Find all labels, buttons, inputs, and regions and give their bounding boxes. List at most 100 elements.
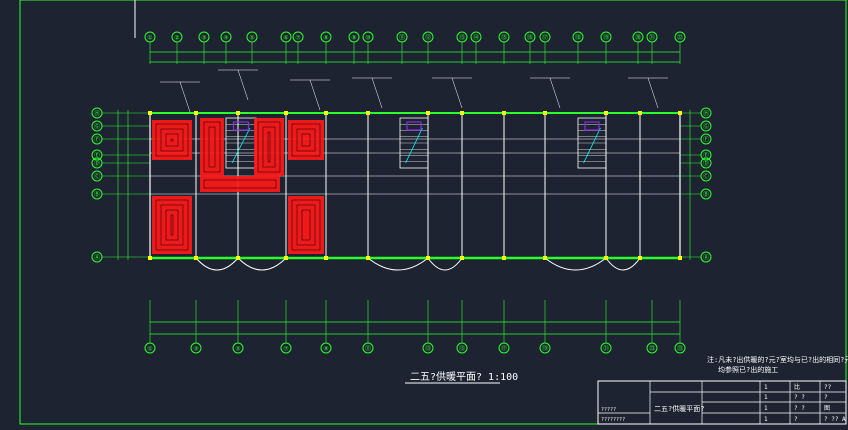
heating-coil-loop: [301, 209, 311, 241]
top-axis-bubble-19-label: ⑲: [603, 34, 609, 42]
title-block-cell: ? ?? A: [824, 416, 846, 423]
bottom-axis-bubble-3-label: ⑤: [235, 346, 240, 353]
column-top-10: [543, 111, 547, 115]
leader-arrow-1: [179, 81, 191, 113]
column-13: [678, 256, 682, 260]
leader-arrow-5: [451, 77, 463, 109]
top-axis-bubble-15-label: ⑮: [501, 34, 507, 42]
title-block-left-1: ?????: [601, 407, 616, 413]
heating-coil-loop: [208, 126, 216, 168]
column-top-8: [460, 111, 464, 115]
title-block-cell: ??: [824, 384, 832, 391]
top-axis-bubble-11-label: ⑪: [399, 34, 405, 42]
bottom-axis-bubble-2-label: ③: [193, 346, 198, 353]
title-block-cell: ?: [824, 394, 828, 401]
heating-zone-5: [152, 196, 192, 254]
top-axis-bubble-21-label: ㉑: [649, 34, 655, 42]
bottom-axis-bubble-6-label: ⑪: [365, 345, 371, 353]
title-block-cell: 比: [794, 383, 800, 391]
heating-coil-loop: [165, 209, 179, 241]
heating-coil-loop: [160, 204, 184, 246]
bottom-axis-bubble-12-label: ㉓: [649, 345, 655, 353]
bottom-axis-bubble-5-label: ⑨: [323, 346, 328, 353]
leader-labels: [160, 69, 668, 113]
column-top-11: [604, 111, 608, 115]
heating-coil-loop: [291, 123, 321, 157]
column-top-7: [426, 111, 430, 115]
right-axis-bubble-3-label: Ⓕ: [703, 136, 709, 144]
title-block-cell: 1: [764, 384, 768, 391]
column-top-1: [148, 111, 152, 115]
top-axis-bubble-10-label: ⑩: [365, 35, 370, 42]
top-axis-bubble-3-label: ③: [201, 35, 206, 42]
heating-coil-loop: [296, 128, 316, 152]
heating-zone-4: [288, 120, 324, 160]
leader-arrow-7: [647, 77, 659, 109]
title-block-cell: 图: [824, 405, 830, 412]
title-block-project: 二五?供暖平面?: [654, 404, 704, 413]
balcony-arc-6: [605, 257, 641, 271]
column-top-13: [678, 111, 682, 115]
bottom-axis-bubble-13-label: ㉕: [677, 345, 683, 353]
balcony-arc-2: [237, 257, 287, 271]
column-top-6: [366, 111, 370, 115]
heating-riser: [584, 121, 600, 131]
right-axis-bubble-8-label: Ⓐ: [703, 254, 709, 262]
bottom-axis-bubble-11-label: ㉑: [603, 345, 609, 353]
column-top-4: [284, 111, 288, 115]
heating-zone-7: [200, 176, 280, 192]
heating-coil-loop: [301, 133, 311, 147]
heating-coil-loop: [165, 133, 179, 147]
balcony-arc-1: [195, 257, 239, 271]
top-axis-bubble-1-label: ①: [147, 35, 152, 42]
leader-arrow-6: [549, 77, 561, 109]
top-axis-bubble-12-label: ⑫: [425, 34, 431, 42]
heating-riser: [232, 121, 250, 131]
top-axis-bubble-22-label: ㉒: [677, 34, 683, 42]
drawing-frame: [19, 0, 847, 425]
top-axis-bubble-20-label: ⑳: [635, 34, 641, 42]
heating-zone-6: [288, 196, 324, 254]
bottom-axis-bubble-8-label: ⑮: [459, 345, 465, 353]
bottom-dimension-lines: [150, 321, 680, 335]
heating-coil-loop: [155, 123, 189, 157]
left-axis-bubble-8-label: Ⓐ: [94, 254, 100, 262]
heating-coil-loop: [170, 214, 174, 236]
top-axis-bubble-7-label: ⑦: [295, 35, 300, 42]
heating-coil-loop: [155, 199, 189, 251]
column-4: [284, 256, 288, 260]
top-axis-bubble-4-label: ④: [223, 35, 228, 42]
top-dimension-lines: [150, 51, 680, 63]
top-axis-bubble-6-label: ⑥: [283, 35, 288, 42]
left-axis-bubble-6-label: Ⓒ: [94, 173, 100, 181]
title-block-left-2: ????????: [601, 417, 625, 423]
drawing-title: 二五?供暖平面? 1:100: [410, 370, 518, 383]
heating-zone-1: [152, 120, 192, 160]
floor-plan-body: [148, 111, 682, 271]
column-top-2: [194, 111, 198, 115]
bottom-axis-bubble-7-label: ⑬: [425, 345, 431, 353]
right-axis-bubble-2-label: Ⓖ: [703, 123, 709, 131]
right-axis-bubble-5-label: Ⓓ: [703, 160, 709, 168]
right-axis-bubble-6-label: Ⓒ: [703, 173, 709, 181]
top-axis-bubble-9-label: ⑨: [351, 35, 356, 42]
column-1: [148, 256, 152, 260]
top-axis-bubble-2-label: ②: [174, 35, 179, 42]
heating-coil-loop: [296, 204, 316, 246]
column-7: [426, 256, 430, 260]
left-axis-bubble-3-label: Ⓕ: [94, 136, 100, 144]
heating-coil-loop: [257, 121, 281, 173]
top-axis-bubble-13-label: ⑬: [459, 34, 465, 42]
heating-coil-loop: [170, 138, 174, 142]
heating-zone-3: [254, 118, 284, 176]
column-8: [460, 256, 464, 260]
heating-riser: [406, 121, 422, 131]
bottom-axis-bubble-4-label: ⑦: [283, 346, 288, 353]
heating-zone-2: [200, 118, 224, 176]
heating-coil-loop: [160, 128, 184, 152]
balcony-arc-3: [367, 257, 429, 271]
